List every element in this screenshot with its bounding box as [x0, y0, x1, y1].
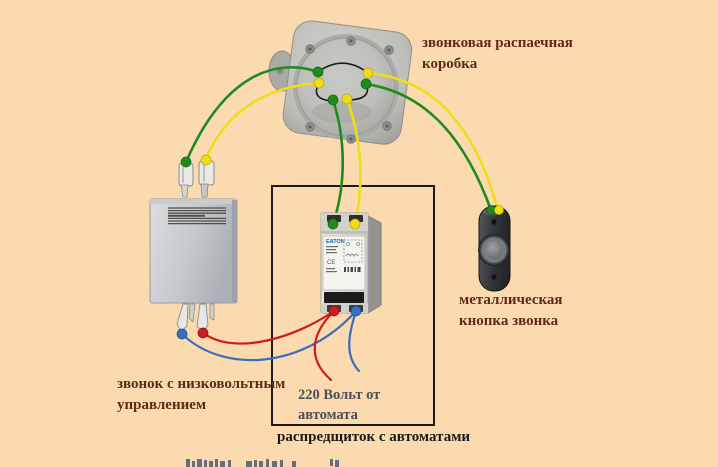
chime-top-dot-yellow	[200, 154, 212, 166]
green-wire-to-transformer	[331, 98, 345, 226]
junction-dot-green-mr	[360, 78, 372, 90]
transformer-bottom-dot-red	[328, 305, 340, 317]
ce-mark-text: CE	[327, 260, 335, 266]
chime-vent-slots	[168, 207, 226, 225]
button-dot-yellow	[494, 205, 504, 215]
chime-bottom-dot-blue	[176, 328, 188, 340]
chime-unit	[149, 198, 238, 304]
chime-body	[149, 198, 238, 304]
green-wire-to-chime	[184, 66, 320, 164]
junction-dot-yellow-tr	[362, 67, 374, 79]
junction-dot-green-tl	[312, 66, 324, 78]
green-wire-to-button	[364, 82, 493, 212]
chime-top-edge	[150, 199, 237, 204]
power-feed-label: 220 Вольт от автомата	[298, 387, 381, 423]
chime-bottom-dot-red	[197, 327, 209, 339]
red-wire-220v-feed	[313, 309, 336, 382]
doorbell-button	[478, 205, 511, 292]
red-wire-chime-to-transformer	[201, 309, 336, 345]
transformer-side	[367, 215, 382, 314]
blue-wire-220v-feed	[348, 309, 361, 373]
junction-box	[268, 20, 413, 145]
chime-label: звонок с низковольтным управлением	[117, 376, 286, 413]
screw-holes	[305, 36, 394, 144]
chime-top-dot-green	[180, 156, 192, 168]
yellow-wire-to-chime	[203, 81, 321, 162]
cutoff-watermark	[186, 459, 339, 467]
transformer-top-dot-yellow	[349, 218, 361, 230]
chime-side-shade	[232, 200, 237, 302]
distribution-board-outline	[271, 185, 435, 426]
yellow-wire-to-transformer	[345, 97, 362, 226]
transformer-bottom-dot-blue	[350, 305, 362, 317]
transformer-brand-text: EATON	[326, 239, 345, 245]
transformer-barcode	[344, 267, 361, 272]
transformer-ledge	[321, 231, 368, 234]
transformer-top-dot-green	[327, 218, 339, 230]
transformer-bottom-cap	[321, 303, 368, 313]
doorbell-button-label: металлическая кнопка звонка	[459, 292, 563, 329]
junction-box-label: звонковая распаечная коробка	[422, 35, 573, 72]
junction-dot-green-bottom	[327, 94, 339, 106]
button-dot-green	[486, 205, 496, 215]
button-screw-top	[491, 219, 497, 225]
chime-bottom-terminal-clips	[176, 303, 215, 334]
transformer-schematic	[343, 239, 363, 263]
distribution-board-label: распредщиток с автоматами	[277, 429, 471, 445]
blue-wire-chime-to-transformer	[180, 309, 358, 362]
yellow-wire-to-button	[366, 71, 500, 212]
connection-dots	[176, 66, 504, 340]
button-screw-bottom	[491, 274, 497, 280]
junction-dot-yellow-ml	[313, 77, 325, 89]
wires	[180, 66, 500, 382]
chime-top-terminal-clips	[178, 160, 215, 198]
button-cap	[485, 241, 503, 259]
recess-shadow	[312, 101, 372, 123]
junction-dot-yellow-bottom	[341, 93, 353, 105]
transformer-switch	[324, 292, 364, 303]
